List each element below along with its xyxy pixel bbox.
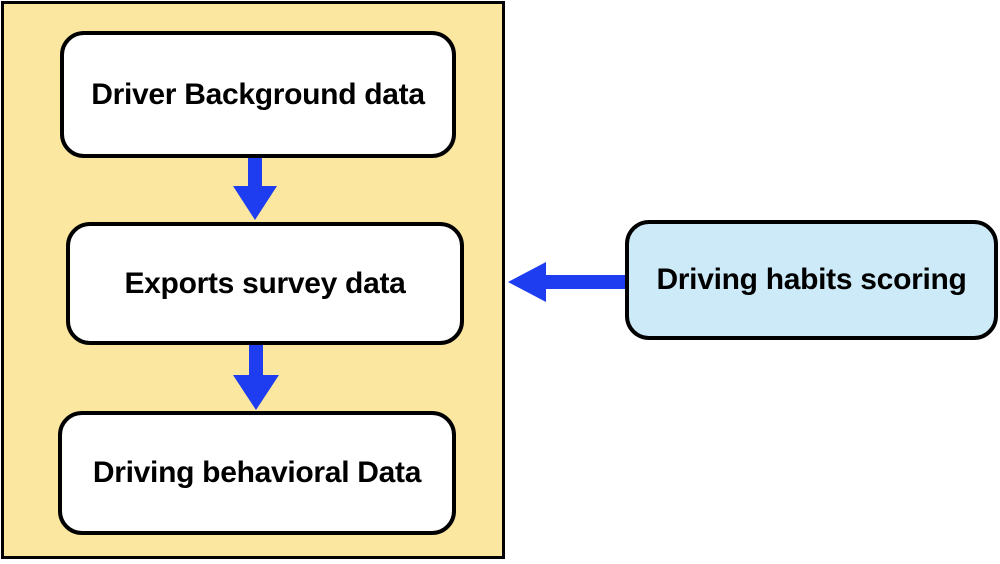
- driver-background-data-label: Driver Background data: [91, 77, 425, 111]
- arrow-survey-to-behavioral: [233, 345, 279, 410]
- driving-habits-scoring-node: Driving habits scoring: [625, 220, 998, 340]
- arrow-background-to-survey: [233, 158, 277, 220]
- driving-behavioral-data-node: Driving behavioral Data: [58, 411, 456, 535]
- exports-survey-data-node: Exports survey data: [66, 222, 464, 345]
- driver-background-data-node: Driver Background data: [60, 31, 456, 158]
- driving-behavioral-data-label: Driving behavioral Data: [92, 456, 422, 489]
- exports-survey-data-label: Exports survey data: [124, 266, 406, 300]
- driving-habits-scoring-label: Driving habits scoring: [656, 263, 967, 296]
- arrow-scoring-to-survey: [508, 262, 625, 302]
